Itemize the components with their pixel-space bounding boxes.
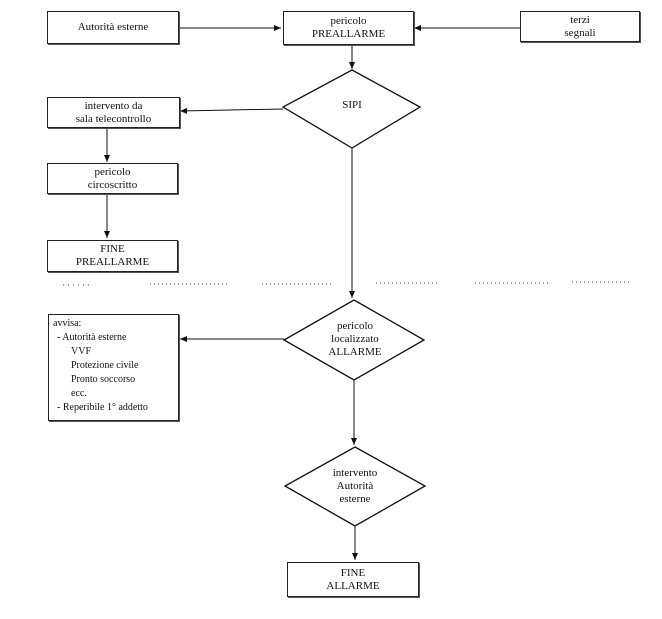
pericolo-preallarme-line1: pericolo bbox=[330, 15, 367, 27]
fine-preallarme-line1: FINE bbox=[100, 243, 125, 255]
intervento-autorita-line1: intervento bbox=[332, 466, 378, 479]
pericolo-localizzato-line2: localizzato bbox=[331, 332, 379, 345]
fine-preallarme-box: FINE PREALLARME bbox=[47, 240, 178, 272]
pericolo-localizzato-line3: ALLARME bbox=[328, 345, 382, 358]
pericolo-circoscritto-line2: circoscritto bbox=[87, 178, 138, 191]
pericolo-preallarme-line2: PREALLARME bbox=[311, 28, 386, 40]
arrow-sipi-to-intervento bbox=[179, 107, 284, 114]
intervento-autorita-line2: Autorità bbox=[336, 479, 374, 492]
pericolo-circoscritto-line1: pericolo bbox=[94, 165, 131, 178]
sipi-text: SIPI bbox=[342, 98, 362, 111]
avvisa-line5: Pronto soccorso bbox=[71, 374, 136, 385]
avvisa-line3: VVF bbox=[71, 346, 92, 357]
avvisa-line1: avvisa: bbox=[53, 318, 82, 329]
avvisa-line4: Protezione civile bbox=[71, 360, 139, 371]
pericolo-localizzato-line1: pericolo bbox=[336, 319, 374, 332]
avvisa-line7: - Reperibile 1° addetto bbox=[57, 402, 148, 413]
autorita-esterne-label: Autorità esterne bbox=[77, 21, 149, 33]
intervento-sala-line1: intervento da bbox=[84, 99, 143, 112]
pericolo-circoscritto-box: pericolo circoscritto bbox=[47, 163, 178, 194]
pericolo-preallarme-box: pericolo PREALLARME bbox=[283, 11, 414, 45]
avvisa-line2: - Autorità esterne bbox=[57, 332, 127, 343]
avvisa-line6: ecc. bbox=[71, 388, 87, 399]
sipi-label: SIPI bbox=[312, 95, 392, 115]
terzi-segnali-box: terzi segnali bbox=[520, 11, 640, 42]
intervento-sala-line2: sala telecontrollo bbox=[75, 112, 152, 125]
fine-preallarme-line2: PREALLARME bbox=[75, 256, 150, 268]
intervento-autorita-label: intervento Autorità esterne bbox=[310, 463, 400, 509]
autorita-esterne-box: Autorità esterne bbox=[47, 11, 179, 44]
terzi-segnali-line2: segnali bbox=[564, 26, 596, 39]
intervento-autorita-line3: esterne bbox=[339, 492, 371, 505]
intervento-sala-box: intervento da sala telecontrollo bbox=[47, 97, 180, 128]
fine-allarme-box: FINE ALLARME bbox=[287, 562, 419, 597]
pericolo-localizzato-label: pericolo localizzato ALLARME bbox=[310, 316, 400, 362]
avvisa-box: avvisa: - Autorità esterne VVF Protezion… bbox=[48, 314, 179, 421]
fine-allarme-line2: ALLARME bbox=[326, 579, 380, 592]
fine-allarme-line1: FINE bbox=[340, 566, 366, 579]
terzi-segnali-line1: terzi bbox=[570, 13, 590, 26]
